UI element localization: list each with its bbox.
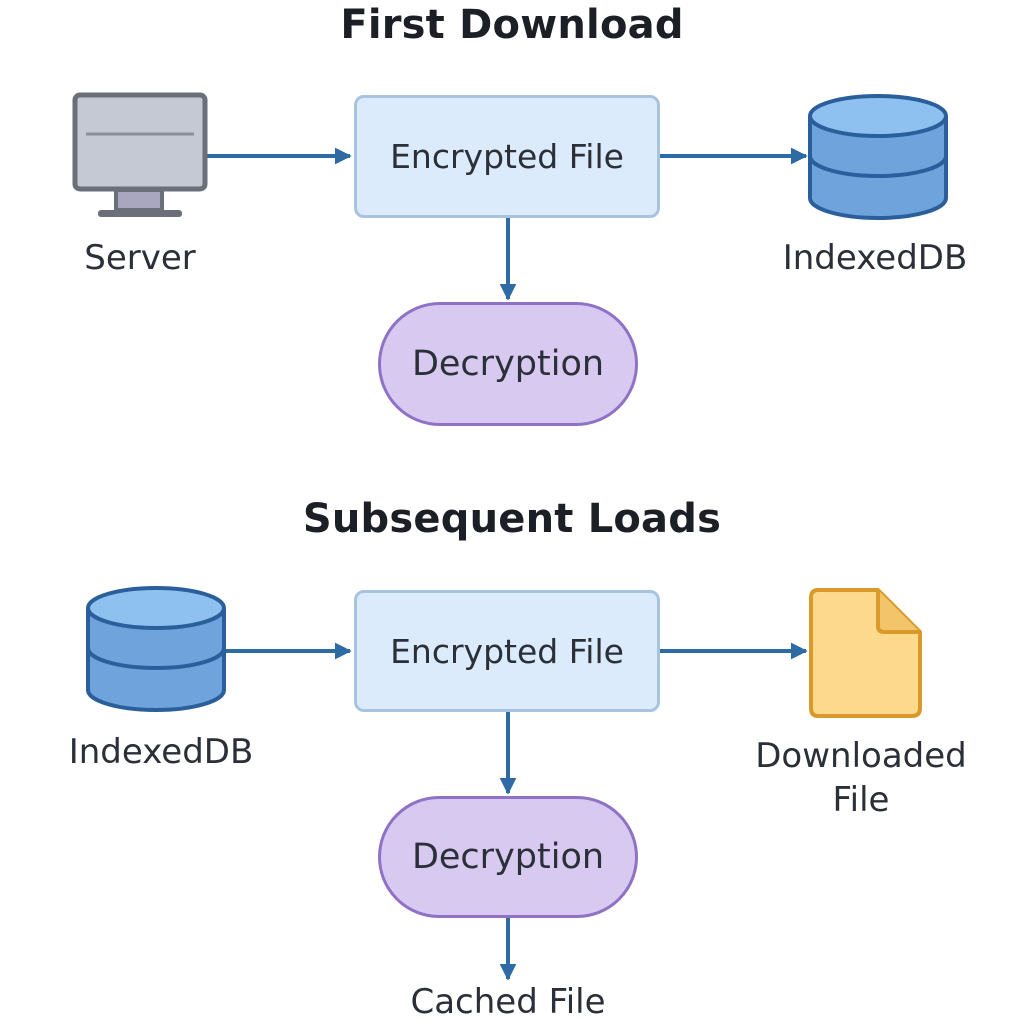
decryption-step: Decryption (378, 302, 638, 426)
database-icon (806, 94, 950, 226)
indexeddb-label: IndexedDB (782, 238, 968, 278)
server-label: Server (84, 238, 196, 278)
downloaded-file-label-line2: File (832, 780, 890, 820)
encrypted-file-box-2: Encrypted File (354, 590, 660, 712)
indexeddb-source-label: IndexedDB (68, 732, 254, 772)
decryption-label: Decryption (411, 344, 605, 384)
downloaded-file-label: Downloaded File (736, 734, 986, 822)
decryption-label-2: Decryption (411, 837, 605, 877)
decryption-step-2: Decryption (378, 796, 638, 918)
monitor-icon (72, 92, 208, 224)
downloaded-file-label-line1: Downloaded (755, 736, 967, 776)
cached-file-label: Cached File (410, 982, 606, 1022)
database-icon (84, 586, 228, 718)
subsequent-loads-title: Subsequent Loads (302, 496, 722, 542)
encrypted-file-label-2: Encrypted File (390, 631, 624, 671)
encrypted-file-box: Encrypted File (354, 95, 660, 218)
encrypted-file-label: Encrypted File (390, 137, 624, 176)
first-download-title: First Download (340, 2, 684, 48)
document-icon (808, 586, 924, 724)
